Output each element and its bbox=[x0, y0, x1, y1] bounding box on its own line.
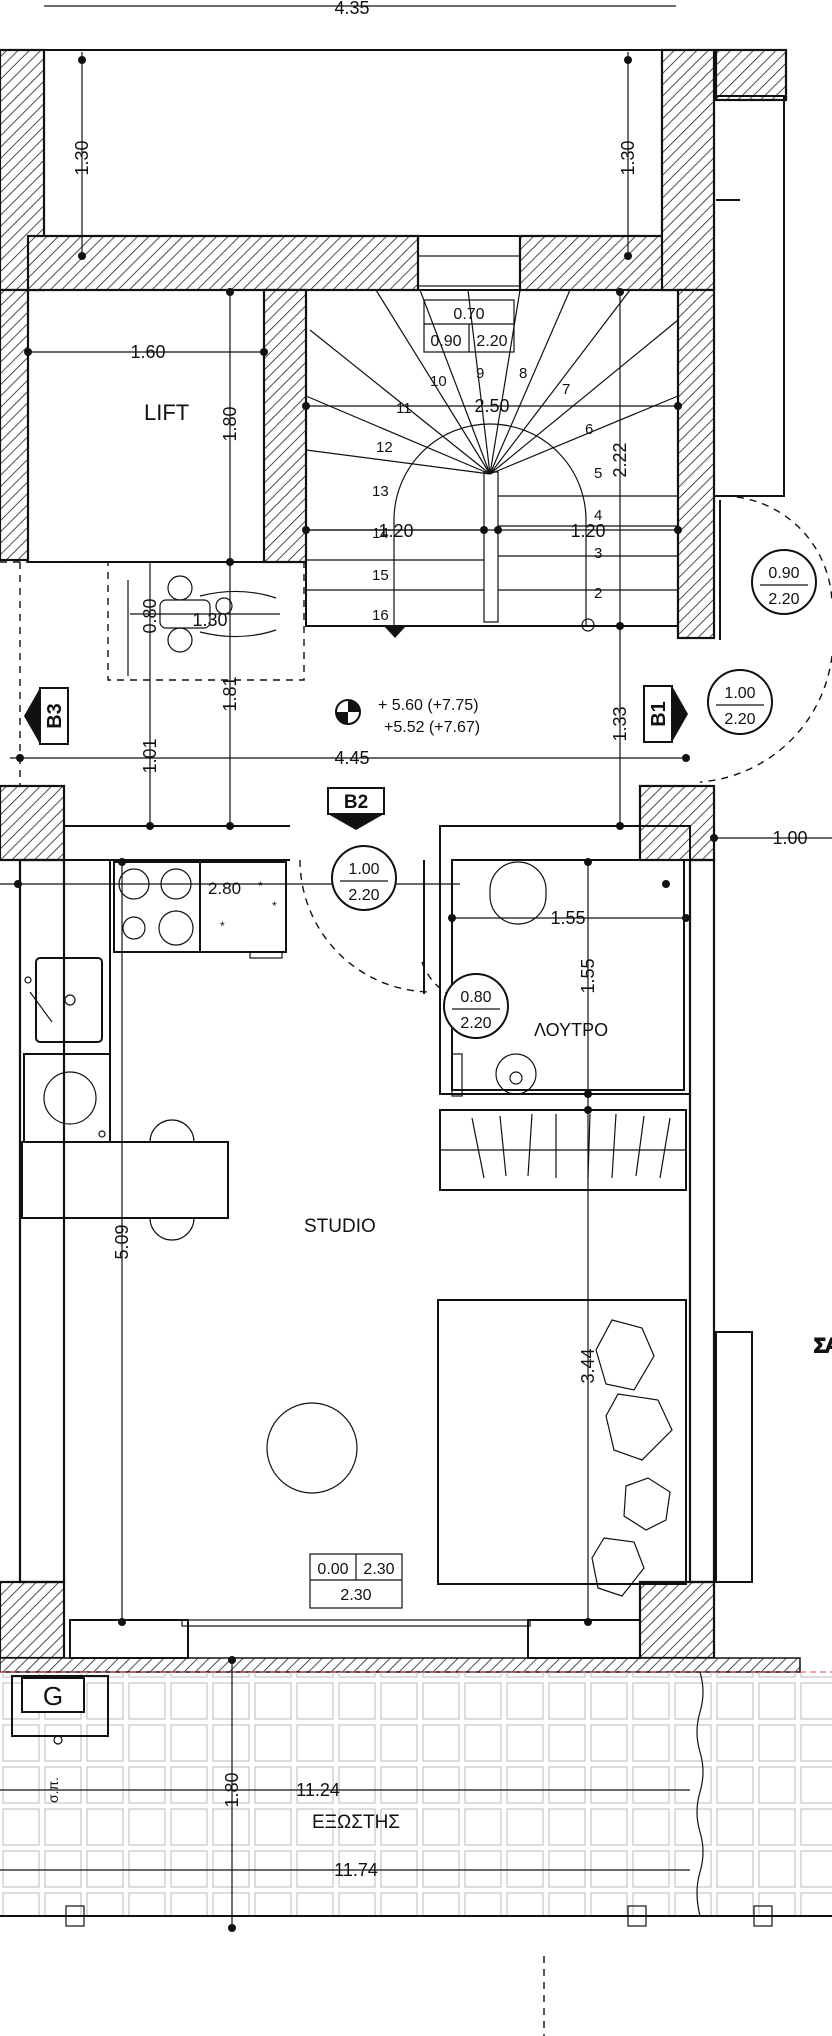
dim-wheelchair-a: 0.80 bbox=[140, 598, 160, 633]
step-9: 9 bbox=[476, 365, 484, 382]
dim-lift-height: 1.80 bbox=[220, 406, 240, 441]
studio-label: STUDIO bbox=[304, 1216, 376, 1237]
dim-landing-right: 1.33 bbox=[610, 706, 630, 741]
door-tag-1: 0.90 2.20 bbox=[751, 549, 817, 615]
dimension-ticks bbox=[14, 56, 718, 1932]
dim-balcony-inner: 11.24 bbox=[296, 1780, 340, 1800]
kitchen: 2.80 * * * STUDIO bbox=[21, 825, 376, 1494]
dim-balcony-outer: 11.74 bbox=[334, 1860, 378, 1880]
window-bottom-sill: 0.00 bbox=[317, 1561, 348, 1578]
dimension-lines bbox=[0, 5, 832, 1930]
right-room: ΣΑ bbox=[713, 95, 832, 1583]
dim-balcony-depth: 1.80 bbox=[222, 1772, 242, 1807]
door-1-height: 2.20 bbox=[768, 591, 799, 608]
step-14: 14 bbox=[372, 525, 389, 542]
step-13: 13 bbox=[372, 483, 389, 500]
level-marker: + 5.60 (+7.75) +5.52 (+7.67) bbox=[335, 697, 480, 736]
dim-landing-left: 1.01 bbox=[140, 738, 160, 773]
dim-right-top-height: 1.30 bbox=[618, 140, 638, 175]
dim-studio-height: 5.09 bbox=[112, 1224, 132, 1259]
right-door-arc bbox=[723, 495, 832, 605]
stair-step-numbers: 2 3 4 5 6 7 8 9 10 11 12 13 14 15 16 bbox=[372, 365, 602, 624]
studio-window: 0.00 2.30 2.30 bbox=[69, 1553, 641, 1659]
svg-text:*: * bbox=[258, 879, 263, 893]
section-b2-label: B2 bbox=[344, 792, 368, 813]
landing-door-arc bbox=[699, 655, 832, 783]
step-15: 15 bbox=[372, 567, 389, 584]
step-3: 3 bbox=[594, 545, 602, 562]
staircase: 2 3 4 5 6 7 8 9 10 11 12 13 14 15 16 0.7… bbox=[305, 255, 679, 638]
bathroom: ΛΟΥΤΡΟ bbox=[421, 825, 691, 1097]
level-structure: +5.52 (+7.67) bbox=[384, 719, 480, 736]
entrance-door bbox=[299, 859, 433, 994]
window-bottom-height: 2.30 bbox=[340, 1587, 371, 1604]
next-room-label: ΣΑ bbox=[814, 1336, 832, 1357]
svg-text:*: * bbox=[220, 919, 225, 933]
step-6: 6 bbox=[585, 421, 593, 438]
step-11: 11 bbox=[396, 400, 412, 417]
section-mark-b3: B3 bbox=[24, 687, 69, 745]
dim-bed-height: 3.44 bbox=[578, 1348, 598, 1383]
door-tag-4: 0.80 2.20 bbox=[443, 973, 509, 1039]
bathroom-label: ΛΟΥΤΡΟ bbox=[534, 1020, 608, 1040]
step-2: 2 bbox=[594, 585, 602, 602]
kitchen-dim: 2.80 bbox=[208, 879, 241, 898]
dim-stair-right-height: 2.22 bbox=[610, 442, 630, 477]
window-tag-bottom: 0.00 2.30 2.30 bbox=[309, 1553, 403, 1609]
dim-left-top-height: 1.30 bbox=[72, 140, 92, 175]
wardrobe bbox=[439, 1109, 687, 1191]
lift-label: LIFT bbox=[144, 400, 189, 425]
balcony-label: ΕΞΩΣΤΗΣ bbox=[312, 1812, 400, 1833]
balcony: ΕΞΩΣΤΗΣ σ.π. bbox=[0, 1671, 832, 2036]
bed bbox=[437, 1299, 687, 1597]
wheelchair-icon bbox=[127, 575, 280, 676]
door-4-height: 2.20 bbox=[460, 1015, 491, 1032]
section-g-label: G bbox=[43, 1681, 63, 1711]
dimension-labels: 4.35 1.30 1.30 1.60 LIFT 1.80 2.50 1.20 … bbox=[72, 0, 808, 1880]
dim-stair-right: 1.20 bbox=[570, 521, 605, 541]
shaft-outline bbox=[43, 49, 663, 237]
dim-lift-width: 1.60 bbox=[130, 342, 165, 362]
level-finish: + 5.60 (+7.75) bbox=[378, 697, 479, 714]
step-5: 5 bbox=[594, 465, 602, 482]
step-16: 16 bbox=[372, 607, 389, 624]
dim-landing-mid: 1.81 bbox=[220, 676, 240, 711]
dim-bath-height: 1.55 bbox=[578, 958, 598, 993]
stair-window-width: 0.90 bbox=[430, 333, 461, 350]
stair-window-height: 2.20 bbox=[476, 333, 507, 350]
step-4: 4 bbox=[594, 507, 602, 524]
step-12: 12 bbox=[376, 439, 393, 456]
stair-window-sill: 0.70 bbox=[453, 306, 484, 323]
door-2-height: 2.20 bbox=[724, 711, 755, 728]
step-10: 10 bbox=[430, 373, 447, 390]
dim-wheelchair-b: 1.30 bbox=[192, 610, 227, 630]
svg-text:*: * bbox=[272, 899, 277, 913]
door-2-width: 1.00 bbox=[724, 685, 755, 702]
stair-window-tag: 0.70 0.90 2.20 bbox=[423, 299, 515, 353]
section-mark-b1: B1 bbox=[643, 685, 688, 743]
dim-top-width: 4.35 bbox=[334, 0, 369, 18]
dim-landing-width: 4.45 bbox=[334, 748, 369, 768]
door-4-width: 0.80 bbox=[460, 989, 491, 1006]
step-8: 8 bbox=[519, 365, 527, 382]
dim-bath-width: 1.55 bbox=[550, 908, 585, 928]
section-b1-label: B1 bbox=[648, 701, 670, 727]
door-tag-3: 1.00 2.20 bbox=[331, 845, 397, 911]
window-bottom-width: 2.30 bbox=[363, 1561, 394, 1578]
section-mark-b2: B2 bbox=[327, 787, 385, 830]
dim-stair-left: 1.20 bbox=[378, 521, 413, 541]
door-1-width: 0.90 bbox=[768, 565, 799, 582]
dim-stair-width: 2.50 bbox=[474, 396, 509, 416]
section-b3-label: B3 bbox=[44, 703, 66, 729]
section-mark-g: G bbox=[21, 1677, 85, 1713]
dim-right-side: 1.00 bbox=[772, 828, 807, 848]
door-tag-2: 1.00 2.20 bbox=[707, 669, 773, 735]
door-3-height: 2.20 bbox=[348, 887, 379, 904]
door-3-width: 1.00 bbox=[348, 861, 379, 878]
step-7: 7 bbox=[562, 381, 570, 398]
landing-area bbox=[0, 561, 306, 786]
